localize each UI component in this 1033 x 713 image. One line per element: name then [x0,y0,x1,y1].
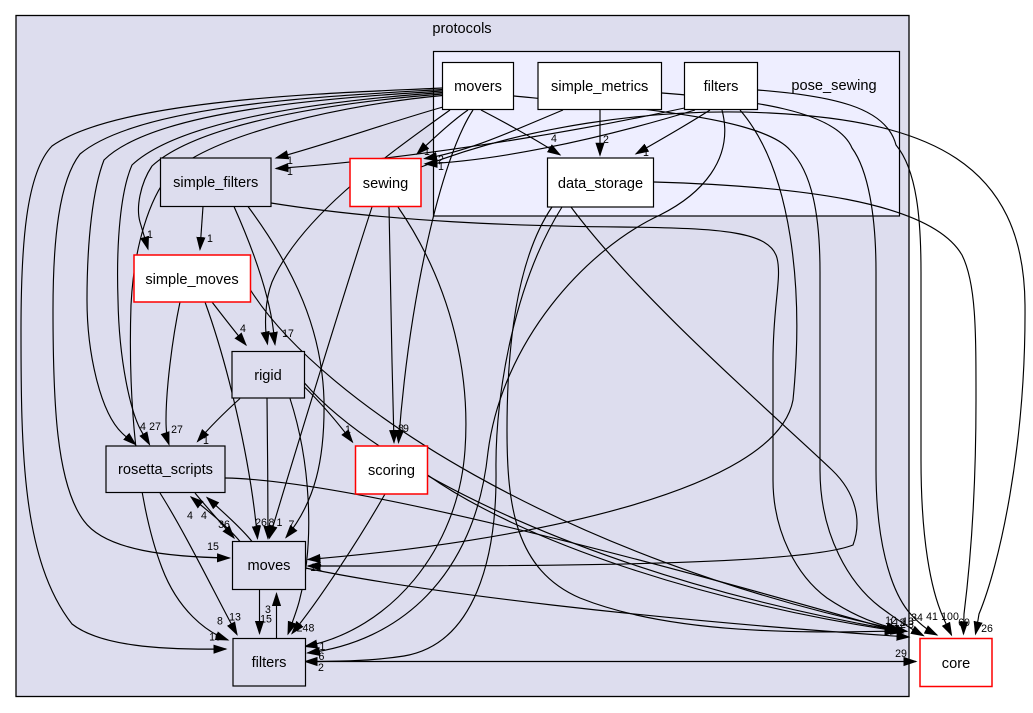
svg-text:4: 4 [240,323,246,335]
svg-text:1: 1 [207,233,213,245]
svg-text:2: 2 [900,619,906,631]
svg-text:27: 27 [149,421,161,433]
svg-text:9: 9 [403,423,409,435]
svg-text:8: 8 [398,423,404,435]
svg-text:26: 26 [981,623,993,635]
svg-text:7: 7 [289,519,295,531]
svg-text:scoring: scoring [368,463,415,479]
svg-text:12: 12 [310,562,322,574]
svg-text:1: 1 [203,435,209,447]
svg-text:moves: moves [248,558,291,574]
svg-text:17: 17 [282,328,294,340]
svg-text:2: 2 [318,662,324,674]
svg-text:4: 4 [551,133,557,145]
svg-text:1: 1 [287,155,293,167]
svg-text:1: 1 [438,161,444,173]
svg-text:13: 13 [229,612,241,624]
svg-text:core: core [942,656,970,672]
svg-text:41: 41 [926,611,938,623]
svg-text:1: 1 [424,146,430,158]
svg-text:data_storage: data_storage [558,176,643,192]
svg-text:26: 26 [255,517,267,529]
svg-text:60: 60 [958,617,970,629]
svg-text:1: 1 [345,424,351,436]
svg-text:8: 8 [217,616,223,628]
svg-text:13: 13 [902,616,914,628]
svg-text:29: 29 [895,648,907,660]
svg-text:3: 3 [908,619,914,631]
svg-text:2: 2 [603,134,609,146]
svg-text:6: 6 [319,651,325,663]
svg-text:2: 2 [438,154,444,166]
svg-text:1: 1 [320,641,326,653]
svg-text:simple_filters: simple_filters [173,175,258,191]
svg-text:simple_moves: simple_moves [145,272,238,288]
svg-text:1: 1 [147,229,153,241]
svg-text:8: 8 [269,517,275,529]
svg-text:4: 4 [187,510,193,522]
svg-text:112: 112 [889,617,906,629]
svg-text:rigid: rigid [254,368,282,384]
svg-text:100: 100 [941,611,959,623]
svg-text:34: 34 [911,612,923,624]
svg-text:1: 1 [277,517,283,529]
svg-text:filters: filters [704,79,739,95]
svg-text:248: 248 [297,623,315,635]
svg-text:16: 16 [209,632,221,644]
svg-text:15: 15 [260,614,272,626]
svg-text:pose_sewing: pose_sewing [791,78,876,94]
svg-text:27: 27 [171,424,183,436]
svg-text:3: 3 [265,604,271,616]
svg-text:15: 15 [207,541,219,553]
svg-text:rosetta_scripts: rosetta_scripts [118,462,213,478]
svg-text:movers: movers [454,79,502,95]
svg-text:filters: filters [252,655,287,671]
svg-text:4: 4 [201,510,207,522]
svg-text:simple_metrics: simple_metrics [551,79,648,95]
svg-text:sewing: sewing [363,176,408,192]
svg-text:protocols: protocols [432,21,491,37]
svg-text:1: 1 [287,166,293,178]
svg-text:36: 36 [218,519,230,531]
svg-text:4: 4 [140,421,146,433]
svg-text:12: 12 [885,615,897,627]
svg-text:1: 1 [643,147,649,159]
